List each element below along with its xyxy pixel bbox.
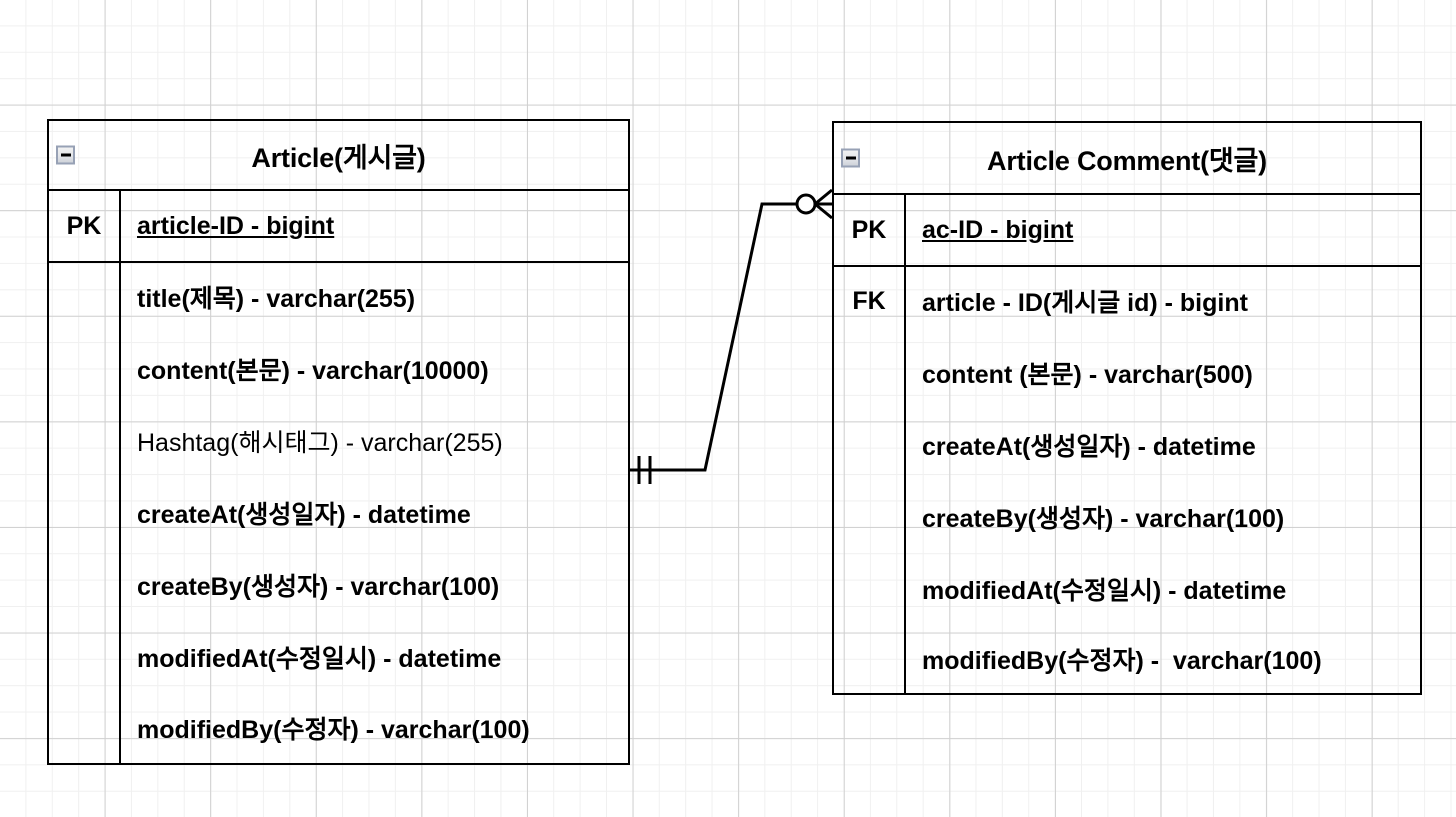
row-name-label: createBy(생성자) - varchar(100) xyxy=(137,573,500,601)
row-name-label: createAt(생성일자) - datetime xyxy=(137,501,471,529)
comment-column-divider xyxy=(904,195,906,693)
entity-article-comment[interactable]: Article Comment(댓글) PK ac-ID - bigint FK… xyxy=(832,121,1422,695)
table-row[interactable]: createBy(생성자) - varchar(100) xyxy=(49,549,628,621)
row-key-label xyxy=(834,553,904,625)
comment-pk-rule xyxy=(834,265,1420,267)
table-row[interactable]: title(제목) - varchar(255) xyxy=(49,261,628,333)
row-key-label xyxy=(49,333,119,405)
table-row[interactable]: FK article - ID(게시글 id) - bigint xyxy=(834,265,1420,337)
row-key-label: PK xyxy=(851,215,887,244)
article-column-divider xyxy=(119,191,121,763)
entity-article-header: Article(게시글) xyxy=(49,121,628,191)
row-key-label xyxy=(49,477,119,549)
table-row[interactable]: modifiedBy(수정자) - varchar(100) xyxy=(49,693,628,763)
row-key-label xyxy=(834,625,904,693)
row-key-label xyxy=(49,405,119,477)
entity-article[interactable]: Article(게시글) PK article-ID - bigint titl… xyxy=(47,119,630,765)
row-name-label: createBy(생성자) - varchar(100) xyxy=(922,505,1285,533)
row-key-label: FK xyxy=(852,286,886,315)
table-row[interactable]: Hashtag(해시태그) - varchar(255) xyxy=(49,405,628,477)
table-row[interactable]: createBy(생성자) - varchar(100) xyxy=(834,481,1420,553)
row-name-label: modifiedBy(수정자) - varchar(100) xyxy=(137,716,530,744)
table-row[interactable]: modifiedBy(수정자) - varchar(100) xyxy=(834,625,1420,693)
table-row[interactable]: PK ac-ID - bigint xyxy=(834,195,1420,265)
entity-article-comment-header: Article Comment(댓글) xyxy=(834,123,1420,195)
entity-article-rows: PK article-ID - bigint title(제목) - varch… xyxy=(49,191,628,763)
row-name-label: content(본문) - varchar(10000) xyxy=(137,357,489,385)
table-row[interactable]: content (본문) - varchar(500) xyxy=(834,337,1420,409)
row-name-label: modifiedBy(수정자) - varchar(100) xyxy=(922,647,1322,675)
row-key-label: PK xyxy=(66,211,102,240)
minus-glyph xyxy=(845,156,856,160)
row-key-label xyxy=(49,261,119,333)
row-key-label xyxy=(49,693,119,763)
row-key-label xyxy=(834,409,904,481)
table-row[interactable]: createAt(생성일자) - datetime xyxy=(49,477,628,549)
row-name-label: ac-ID - bigint xyxy=(922,215,1074,244)
entity-article-comment-title: Article Comment(댓글) xyxy=(987,145,1267,176)
row-name-label: modifiedAt(수정일시) - datetime xyxy=(137,645,502,673)
row-name-label: article-ID - bigint xyxy=(137,211,335,240)
row-key-label xyxy=(49,549,119,621)
row-name-label: article - ID(게시글 id) - bigint xyxy=(922,289,1248,317)
table-row[interactable]: modifiedAt(수정일시) - datetime xyxy=(49,621,628,693)
row-key-label xyxy=(834,337,904,409)
article-pk-rule xyxy=(49,261,628,263)
table-row[interactable]: modifiedAt(수정일시) - datetime xyxy=(834,553,1420,625)
entity-article-comment-rows: PK ac-ID - bigint FK article - ID(게시글 id… xyxy=(834,195,1420,693)
collapse-minus-icon[interactable] xyxy=(56,145,75,165)
row-key-label xyxy=(49,621,119,693)
entity-article-title: Article(게시글) xyxy=(251,142,426,173)
row-name-label: content (본문) - varchar(500) xyxy=(922,361,1253,389)
minus-glyph xyxy=(60,153,71,157)
row-name-label: title(제목) - varchar(255) xyxy=(137,285,416,313)
collapse-minus-icon[interactable] xyxy=(841,148,860,168)
table-row[interactable]: createAt(생성일자) - datetime xyxy=(834,409,1420,481)
table-row[interactable]: PK article-ID - bigint xyxy=(49,191,628,261)
row-name-label: modifiedAt(수정일시) - datetime xyxy=(922,577,1287,605)
table-row[interactable]: content(본문) - varchar(10000) xyxy=(49,333,628,405)
row-name-label: createAt(생성일자) - datetime xyxy=(922,433,1256,461)
row-key-label xyxy=(834,481,904,553)
row-name-label: Hashtag(해시태그) - varchar(255) xyxy=(137,429,503,457)
